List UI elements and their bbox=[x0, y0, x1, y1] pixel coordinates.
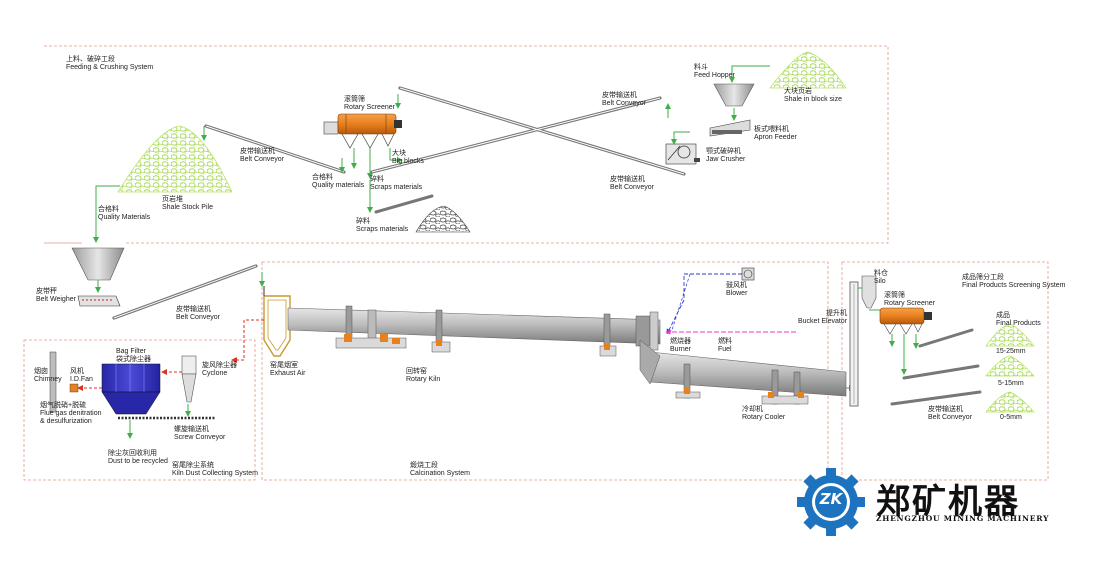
rotary-cooler bbox=[639, 339, 847, 405]
scraps-conveyor bbox=[374, 194, 434, 214]
air-line bbox=[671, 273, 691, 331]
feed-hopper bbox=[713, 83, 755, 107]
flow-arrow bbox=[93, 185, 120, 243]
label-size-5-15: 5-15mm bbox=[998, 380, 1024, 387]
scraps-pile bbox=[415, 205, 471, 233]
brand-name-en: ZHENGZHOU MINING MACHINERY bbox=[876, 514, 1050, 523]
product-pile-0-5 bbox=[985, 391, 1035, 413]
section-frames bbox=[23, 45, 1049, 481]
jaw-crusher bbox=[665, 143, 700, 165]
shale-block-pile bbox=[769, 51, 847, 89]
final-conveyors bbox=[890, 328, 982, 406]
chimney bbox=[49, 351, 57, 413]
exhaust-air-chamber bbox=[263, 286, 291, 357]
weigher-hopper bbox=[71, 247, 125, 281]
brand-name-cn: 郑矿机器 bbox=[876, 482, 1020, 522]
product-pile-15-25 bbox=[985, 323, 1035, 347]
rotary-screener-final bbox=[879, 307, 932, 335]
belt-weigher bbox=[77, 295, 121, 307]
label-size-0-5: 0-5mm bbox=[1000, 414, 1022, 421]
blower bbox=[741, 267, 755, 281]
apron-feeder bbox=[709, 119, 751, 137]
id-fan bbox=[69, 383, 79, 393]
silo bbox=[861, 275, 877, 309]
logo-mark: ZK bbox=[819, 490, 843, 508]
bag-filter bbox=[101, 363, 161, 415]
gas-line bbox=[231, 319, 264, 363]
rotary-screener-top bbox=[323, 113, 402, 149]
flow-arrow bbox=[671, 131, 690, 145]
shale-stock-pile bbox=[117, 125, 233, 193]
flow-arrow bbox=[729, 65, 770, 83]
product-pile-5-15 bbox=[985, 355, 1035, 377]
rotary-kiln bbox=[287, 305, 661, 357]
cyclone bbox=[181, 355, 197, 403]
flow-arrow bbox=[389, 148, 403, 163]
label-size-15-25: 15-25mm bbox=[996, 348, 1026, 355]
